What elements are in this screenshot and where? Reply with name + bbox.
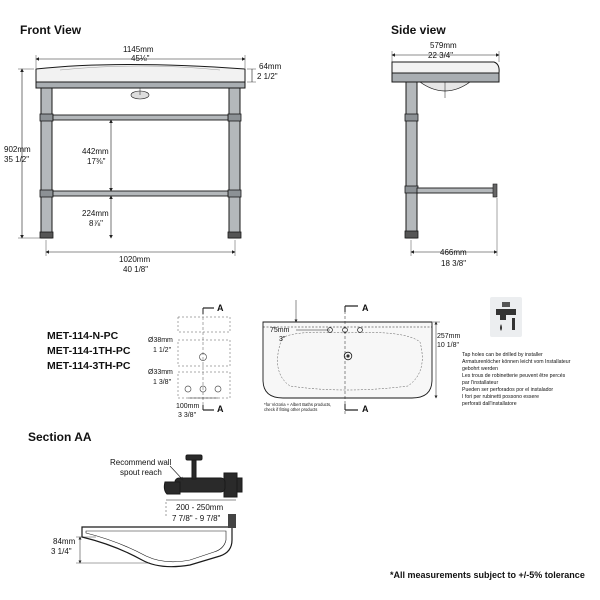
reach-mm: 200 - 250mm (176, 503, 224, 512)
front-top-in: 2 1/2" (257, 72, 278, 81)
front-view-heading: Front View (20, 23, 82, 37)
side-rail (391, 72, 500, 83)
front-legs-mm: 1020mm (119, 255, 151, 264)
spout-label-line2: spout reach (120, 468, 162, 477)
front-shelf-gap-mm: 442mm (82, 147, 109, 156)
side-depth-mm: 579mm (430, 41, 457, 50)
plan-offset-mm: 75mm (270, 327, 290, 334)
front-width-mm: 1145mm (123, 45, 154, 54)
front-height-mm: 902mm (4, 145, 31, 154)
section-marker-bottom-right: A (362, 404, 369, 414)
side-shelf-mm: 466mm (440, 248, 467, 257)
front-rail (35, 81, 246, 89)
front-leg-right (228, 87, 241, 239)
front-height-in: 35 1/2" (4, 155, 30, 164)
front-upper-bar (52, 114, 229, 121)
section-aa-heading: Section AA (28, 430, 92, 444)
front-width-in: 45⅛" (131, 54, 150, 63)
spout-label-line1: Recommend wall (110, 458, 172, 467)
tolerance-footnote: *All measurements subject to +/-5% toler… (390, 570, 585, 580)
side-basin (391, 61, 500, 74)
front-basin (35, 64, 246, 83)
section-basin (81, 526, 233, 568)
section-marker-bottom-left: A (217, 404, 224, 414)
front-shelf-gap-in: 17⅜" (87, 157, 106, 166)
tap-hole-options-drawing (177, 307, 231, 411)
section-marker-top-right: A (362, 303, 369, 313)
section-marker-top-left: A (217, 303, 224, 313)
tap-drill-icon (490, 297, 522, 337)
basin-plan-drawing (262, 300, 440, 414)
side-view-heading: Side view (391, 23, 446, 37)
model-code-2: MET-114-1TH-PC (47, 345, 131, 357)
front-leg-left (40, 87, 53, 239)
side-view-drawing (391, 51, 500, 256)
plan-note: *for Victoria + Albert Baths products, c… (264, 402, 332, 412)
hole-small-in: 1 3/8" (153, 379, 172, 386)
section-aa-drawing (76, 454, 243, 568)
front-shelf-height-mm: 224mm (82, 209, 109, 218)
section-depth-in: 3 1/4" (51, 547, 72, 556)
side-shelf (416, 187, 496, 194)
front-view-drawing (18, 55, 256, 256)
hole-large-in: 1 1/2" (153, 347, 172, 354)
side-shelf-in: 18 3/8" (441, 259, 467, 268)
tap-drill-note: Tap holes can be drilled by installer Ar… (462, 352, 571, 408)
tap-spacing-mm: 100mm (176, 403, 200, 410)
front-shelf-height-in: 8⅞" (89, 219, 103, 228)
plan-depth-mm: 257mm (437, 333, 461, 340)
plan-depth-in: 10 1/8" (437, 342, 459, 349)
side-depth-in: 22 3/4" (428, 51, 454, 60)
front-top-mm: 64mm (259, 62, 282, 71)
front-legs-in: 40 1/8" (123, 265, 149, 274)
side-leg (405, 81, 418, 239)
hole-large-mm: Ø38mm (148, 337, 173, 344)
section-depth-mm: 84mm (53, 537, 76, 546)
model-code-1: MET-114-N-PC (47, 330, 119, 342)
plan-offset-in: 3" (279, 336, 286, 343)
front-lower-bar (52, 190, 229, 197)
model-code-3: MET-114-3TH-PC (47, 360, 131, 372)
hole-small-mm: Ø33mm (148, 369, 173, 376)
reach-in: 7 7/8" - 9 7/8" (172, 514, 221, 523)
tap-spacing-in: 3 3/8" (178, 412, 197, 419)
